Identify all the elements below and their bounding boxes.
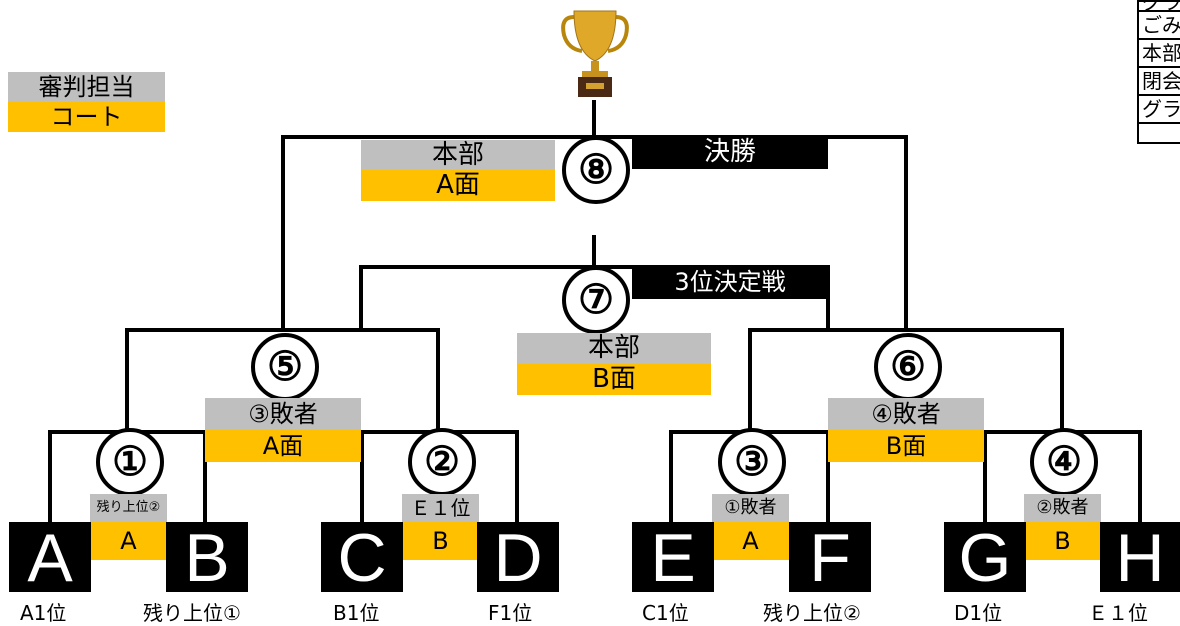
team-b: B	[166, 522, 248, 594]
seed-a: A1位	[20, 601, 67, 625]
seed-f: 残り上位②	[763, 601, 861, 625]
match-6-number: ⑥	[874, 333, 942, 401]
team-c: C	[321, 522, 403, 594]
team-d: D	[477, 522, 559, 594]
match-4-number: ④	[1030, 428, 1098, 496]
side-legend-item: 本部	[1139, 40, 1180, 68]
team-h: H	[1100, 522, 1180, 594]
seed-c: B1位	[333, 601, 380, 625]
final-court: A面	[361, 170, 555, 201]
match-6-referee: ④敗者	[828, 398, 984, 430]
match-3-referee: ①敗者	[712, 494, 789, 522]
match-4-court: B	[1024, 522, 1101, 560]
team-f: F	[789, 522, 871, 594]
side-legend-item: グラ	[1139, 96, 1180, 124]
match-2-court: B	[402, 522, 479, 560]
side-legend-item: 閉会	[1139, 68, 1180, 96]
side-legend: グラ ごみ 本部 閉会 グラ	[1137, 0, 1180, 144]
seed-d: F1位	[488, 601, 533, 625]
match-2-number: ②	[408, 428, 476, 496]
third-place-referee: 本部	[517, 333, 711, 364]
seed-g: D1位	[954, 601, 1003, 625]
team-a: A	[9, 522, 91, 594]
final-title: 決勝	[632, 135, 828, 169]
match-4-referee: ②敗者	[1024, 494, 1101, 522]
match-7-number: ⑦	[562, 266, 630, 334]
team-e: E	[632, 522, 714, 594]
third-place-court: B面	[517, 364, 711, 395]
team-g: G	[944, 522, 1026, 594]
third-place-title: 3位決定戦	[632, 265, 828, 299]
legend-court: コート	[8, 102, 165, 132]
legend-referee: 審判担当	[8, 72, 165, 102]
seed-e: C1位	[642, 601, 689, 625]
match-1-referee: 残り上位②	[90, 494, 167, 522]
seed-b: 残り上位①	[143, 601, 241, 625]
match-1-number: ①	[96, 428, 164, 496]
match-3-court: A	[712, 522, 789, 560]
match-1-court: A	[90, 522, 167, 560]
seed-h: Ｅ１位	[1088, 601, 1148, 625]
match-6-court: B面	[828, 430, 984, 462]
final-referee: 本部	[361, 140, 555, 170]
match-8-number: ⑧	[562, 136, 630, 204]
side-legend-item: グラ	[1139, 2, 1180, 12]
side-legend-item: ごみ	[1139, 12, 1180, 40]
match-2-referee: Ｅ１位	[402, 494, 479, 522]
match-5-referee: ③敗者	[205, 398, 361, 430]
trophy-icon	[561, 10, 629, 97]
match-5-number: ⑤	[251, 333, 319, 401]
match-5-court: A面	[205, 430, 361, 462]
match-3-number: ③	[718, 428, 786, 496]
